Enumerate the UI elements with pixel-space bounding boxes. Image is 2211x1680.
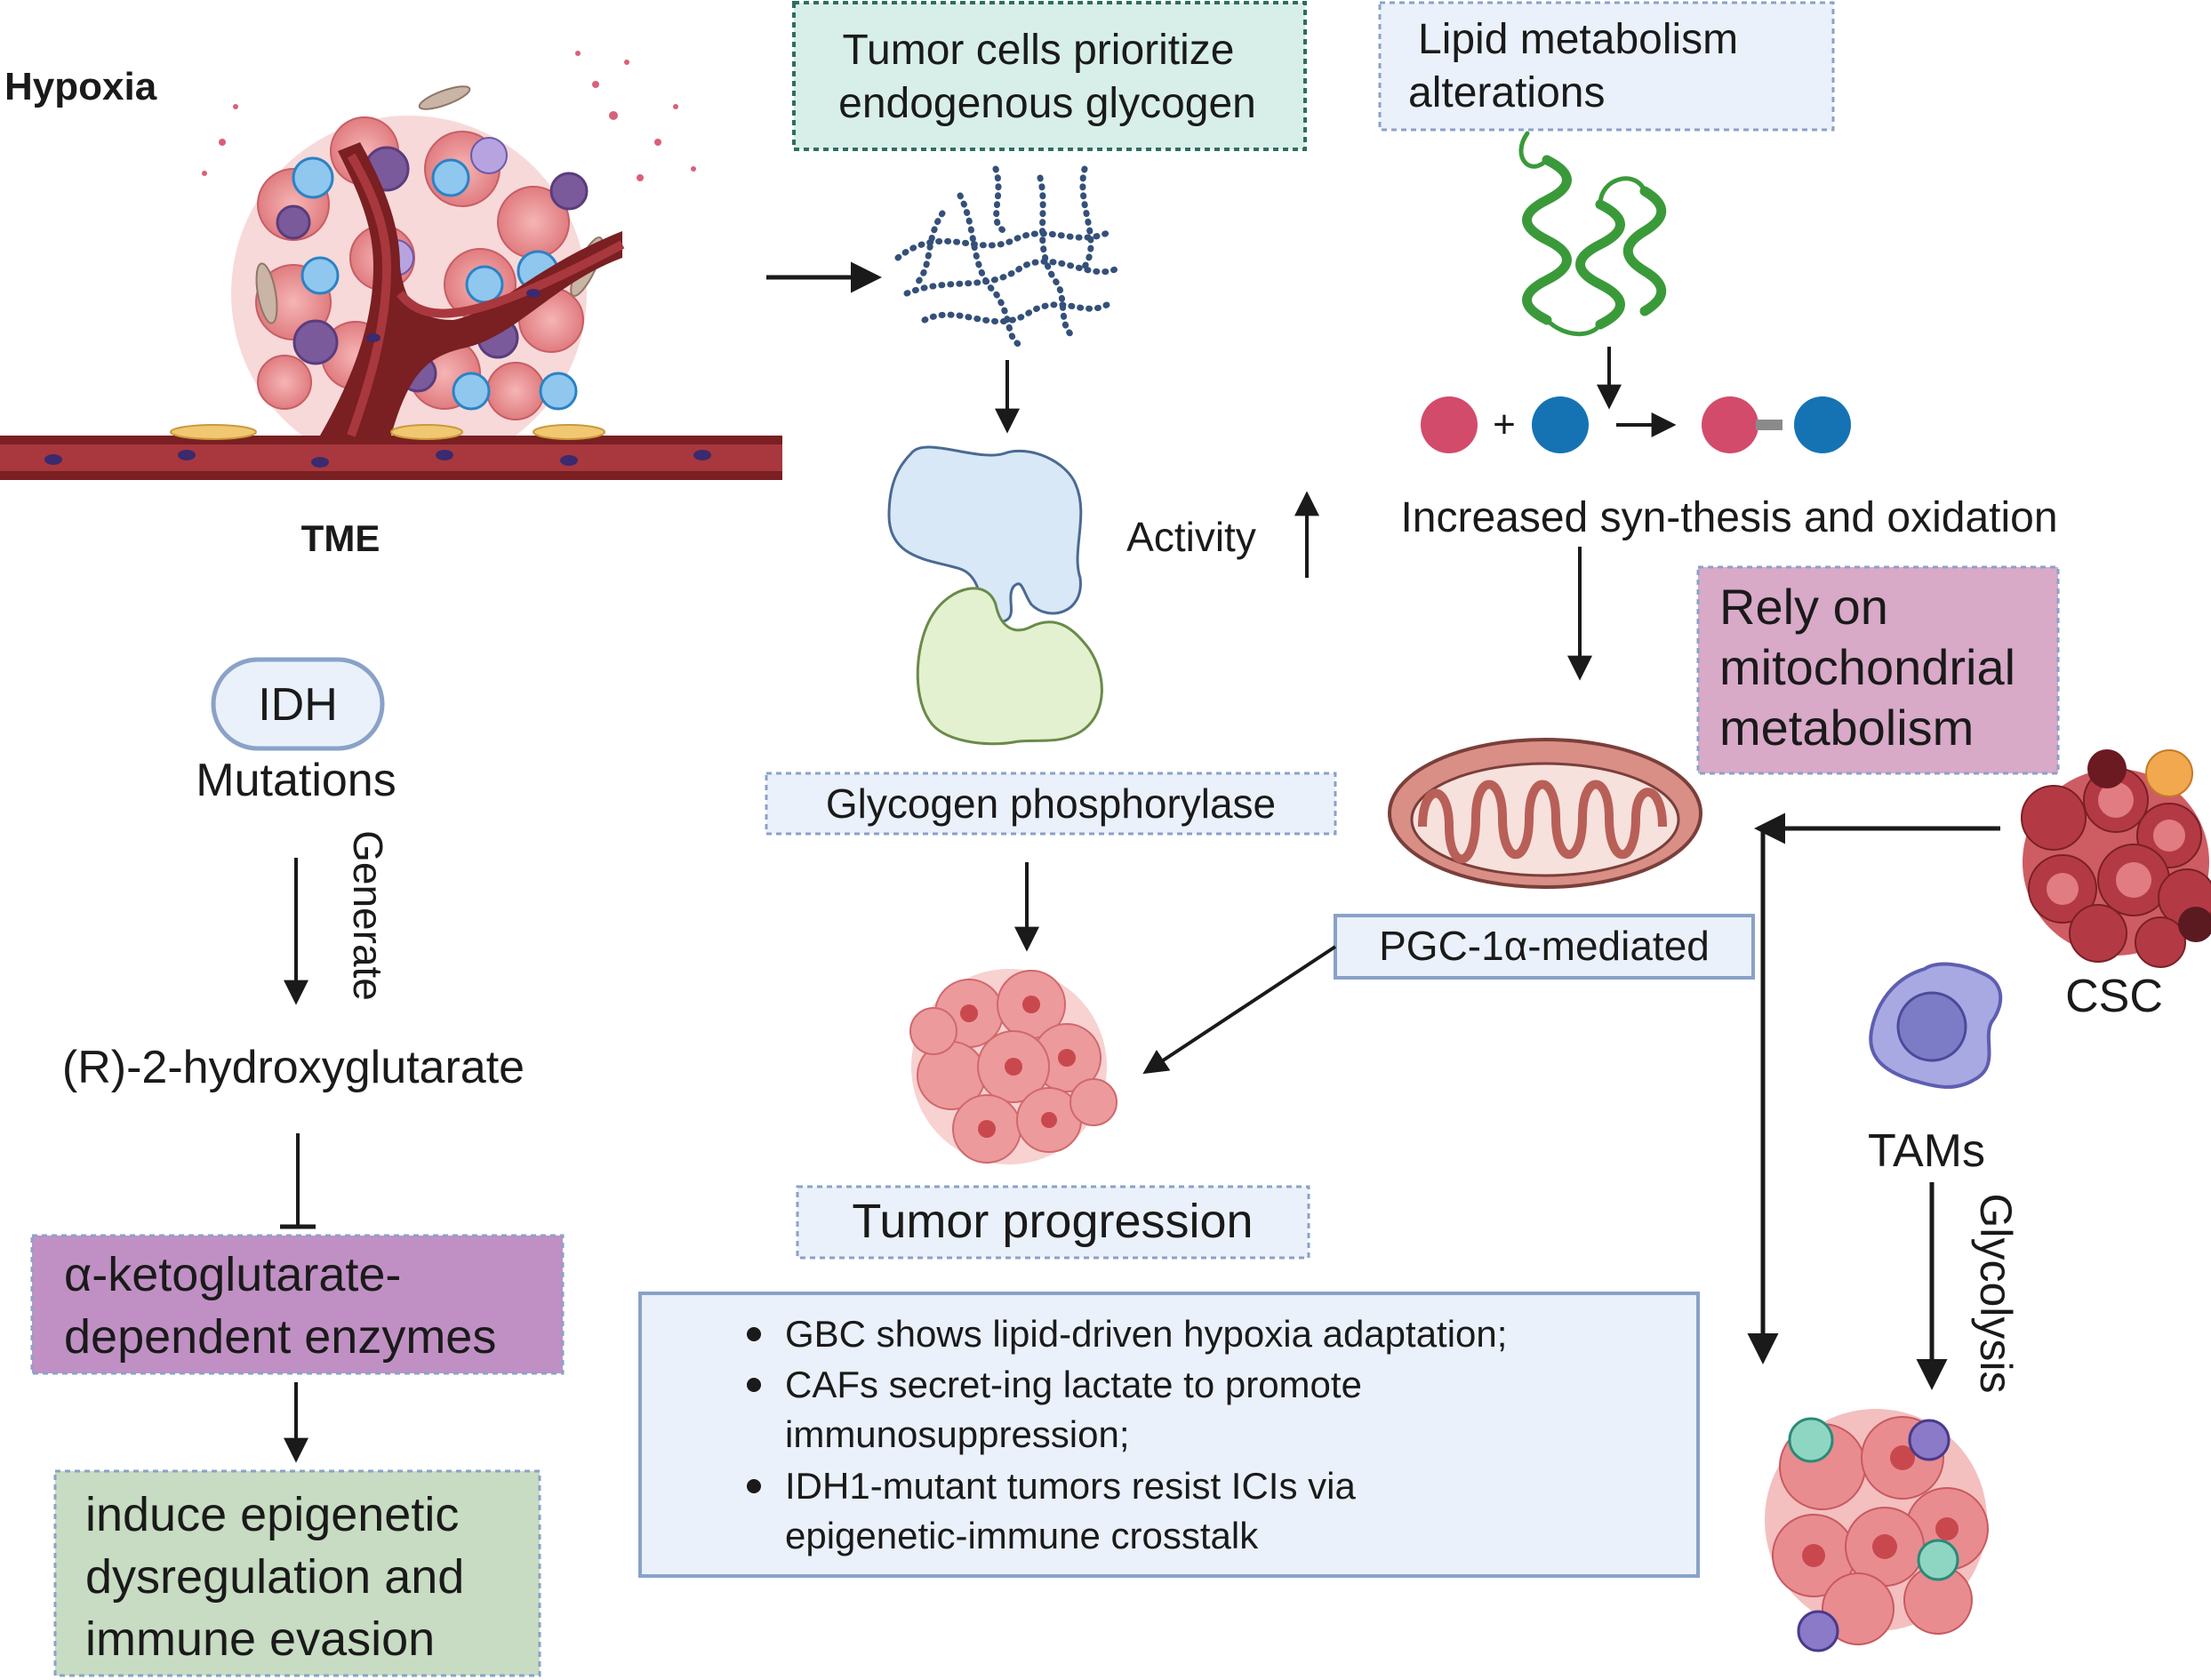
protein-helix-icon — [1518, 131, 1667, 337]
bullet-2-cont: immunosuppression; — [785, 1413, 1130, 1455]
bullet-2: CAFs secret-ing lactate to promote — [785, 1364, 1362, 1405]
lipid-box-line2: alterations — [1408, 69, 1605, 116]
rely-mitochondrial-box — [1696, 565, 2060, 775]
glycogen-box-line2: endogenous glycogen — [838, 80, 1256, 127]
tme-vessel-icon — [0, 51, 782, 480]
mutations-label: Mutations — [196, 755, 396, 806]
summary-box — [638, 1292, 1700, 1578]
lipid-box-line1: Lipid metabolism — [1418, 16, 1738, 63]
plus-sign: + — [1493, 403, 1516, 446]
tumor-progression-label: Tumor progression — [852, 1195, 1253, 1248]
glycogen-icon — [894, 165, 1124, 350]
idh-pill — [211, 657, 385, 751]
akg-line2: dependent enzymes — [64, 1310, 496, 1364]
glycogen-phosphorylase-box — [765, 772, 1337, 836]
rely-line3: metabolism — [1719, 700, 1974, 756]
bullet-1: GBC shows lipid-driven hypoxia adaptatio… — [785, 1313, 1507, 1355]
tumor-icon — [909, 969, 1118, 1164]
tumor-progression-box — [796, 1185, 1310, 1260]
glycogen-phosphorylase-label: Glycogen phosphorylase — [826, 780, 1276, 827]
induce-line1: induce epigenetic — [85, 1488, 459, 1541]
increased-synthesis-label: Increased syn-thesis and oxidation — [1400, 494, 2057, 541]
tams-label: TAMs — [1868, 1125, 1985, 1177]
mitochondria-icon — [1388, 738, 1702, 889]
molecule-icon — [1421, 396, 1851, 453]
csc-label: CSC — [2065, 971, 2163, 1022]
bullet-3-cont: epigenetic-immune crosstalk — [785, 1515, 1259, 1556]
glycolysis-label: Glycolysis — [1971, 1193, 2021, 1393]
bullet-3: IDH1-mutant tumors resist ICIs via — [785, 1465, 1356, 1507]
enzyme-icon — [887, 445, 1103, 746]
immune-tumor-icon — [1765, 1409, 1989, 1652]
tam-icon — [1869, 962, 2003, 1089]
rely-line2: mitochondrial — [1719, 639, 2015, 695]
activity-label: Activity — [1126, 514, 1256, 560]
glycogen-box-line1: Tumor cells prioritize — [843, 27, 1235, 74]
pgc-label: PGC-1α-mediated — [1379, 923, 1710, 969]
r2hg-label: (R)-2-hydroxyglutarate — [62, 1042, 525, 1093]
tme-label: TME — [301, 517, 381, 559]
rely-line1: Rely on — [1719, 579, 1888, 635]
idh-label: IDH — [258, 679, 338, 731]
hypoxia-label: Hypoxia — [4, 65, 157, 108]
induce-epigenetic-box — [53, 1469, 541, 1677]
glycogen-priority-box — [792, 1, 1307, 151]
pgc-box — [1334, 914, 1755, 980]
csc-icon — [2021, 749, 2211, 968]
arrow-pgc-to-tumor — [1142, 945, 1337, 1075]
induce-line3: immune evasion — [85, 1612, 435, 1666]
bullet-dots — [747, 1327, 761, 1493]
akg-enzymes-box — [30, 1234, 565, 1375]
akg-line1: α-ketoglutarate- — [64, 1248, 401, 1301]
lipid-metabolism-box — [1378, 1, 1835, 132]
generate-label: Generate — [345, 830, 391, 1001]
induce-line2: dysregulation and — [85, 1550, 464, 1604]
